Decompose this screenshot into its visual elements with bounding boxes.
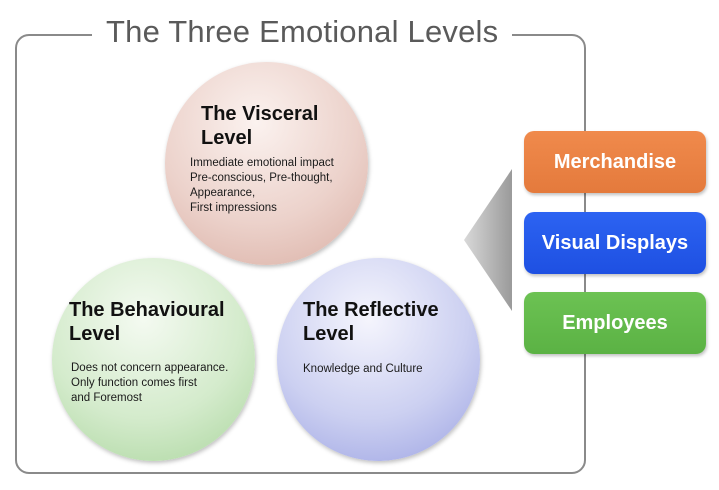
diagram-title: The Three Emotional Levels	[92, 12, 513, 52]
visceral-desc-line: Immediate emotional impact	[190, 157, 334, 169]
behavioural-level-circle	[52, 258, 255, 461]
behavioural-heading-line2: Level	[69, 323, 121, 345]
visceral-level-description: Immediate emotional impact Pre-conscious…	[190, 156, 334, 216]
behavioural-desc-line: and Foremost	[71, 392, 142, 404]
employees-button[interactable]: Employees	[524, 292, 706, 354]
behavioural-heading-line1: The Behavioural	[69, 299, 225, 321]
reflective-heading-line2: Level	[303, 323, 355, 345]
reflective-desc-line: Knowledge and Culture	[303, 363, 423, 375]
visceral-desc-line: Pre-conscious, Pre-thought,	[190, 172, 333, 184]
visceral-heading-line1: The Visceral	[201, 103, 319, 125]
behavioural-desc-line: Does not concern appearance.	[71, 362, 229, 374]
behavioural-level-description: Does not concern appearance. Only functi…	[71, 361, 228, 406]
funnel-triangle	[464, 169, 512, 311]
visceral-level-heading: The Visceral Level	[201, 102, 318, 150]
merchandise-button[interactable]: Merchandise	[524, 131, 706, 193]
visual-displays-button[interactable]: Visual Displays	[524, 212, 706, 274]
visceral-desc-line: First impressions	[190, 202, 277, 214]
reflective-heading-line1: The Reflective	[303, 299, 439, 321]
funnel-connector	[464, 169, 512, 311]
visceral-heading-line2: Level	[201, 127, 253, 149]
visceral-desc-line: Appearance,	[190, 187, 256, 199]
reflective-level-heading: The Reflective Level	[303, 298, 439, 346]
behavioural-level-heading: The Behavioural Level	[69, 298, 225, 346]
reflective-level-circle	[277, 258, 480, 461]
visceral-level-circle	[165, 62, 368, 265]
behavioural-desc-line: Only function comes first	[71, 377, 197, 389]
reflective-level-description: Knowledge and Culture	[303, 362, 423, 377]
